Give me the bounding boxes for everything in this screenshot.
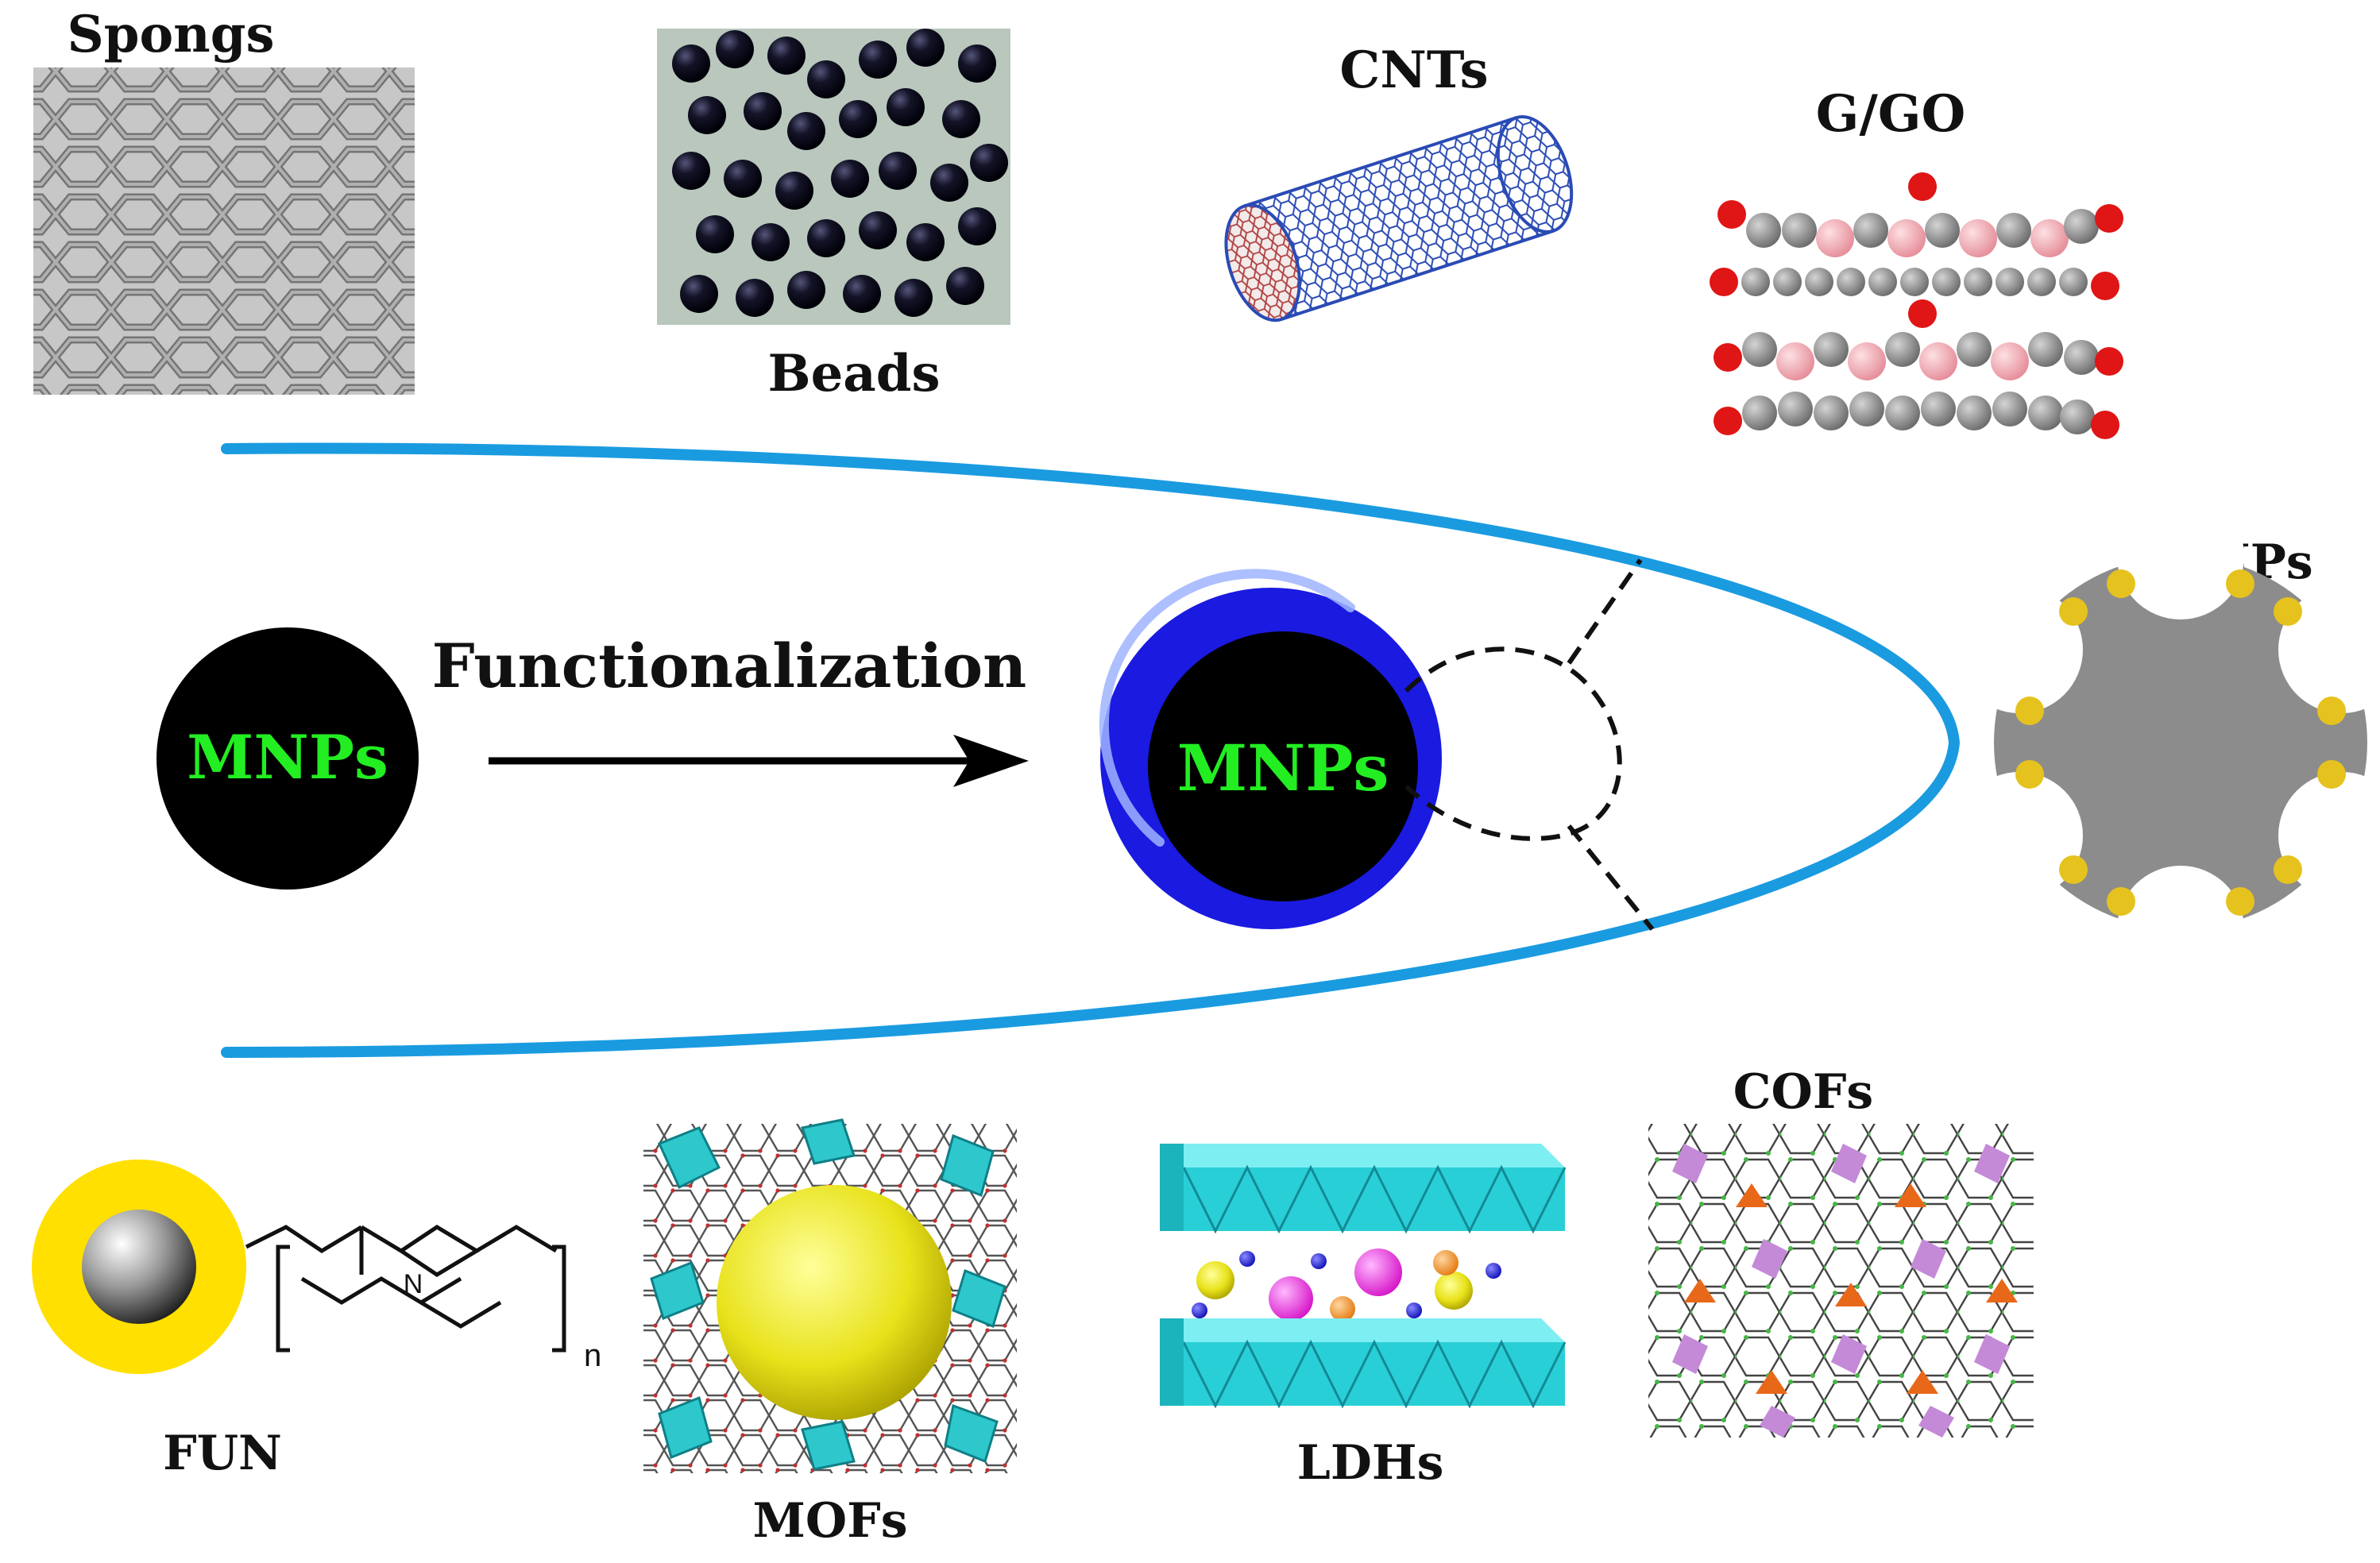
cnts-item: CNTs [1224,41,1574,322]
fun-label: FUN [163,1426,282,1481]
go-layer-2 [1710,268,2119,328]
functionalization-step: Functionalization [432,631,1029,787]
cnts-label: CNTs [1339,41,1488,100]
fun-structure [245,1225,566,1353]
mnps-label-center: MNPs [1177,731,1389,805]
beads-label: Beads [767,344,940,403]
mofs-label: MOFs [752,1493,907,1549]
mofs-clusters [650,1118,1006,1471]
sponges-image [33,68,415,395]
ldh-bottom-layer [1160,1318,1567,1409]
go-layer-3 [1714,332,2123,380]
mnps-core-left [156,627,419,890]
mnps-label-left: MNPs [187,722,388,793]
ldhs-item: LDHs [1160,1144,1567,1491]
mips-item: MIPs [1956,492,2380,993]
mofs-item: MOFs [643,1118,1017,1549]
mnps-functionalized-particle: MNPs [1099,569,1442,929]
sponges-item: Spongs [33,5,415,395]
mnps-core-center [1148,631,1418,901]
arrow-head [953,735,1029,787]
mips-polymer [1994,556,2367,929]
ldhs-label: LDHs [1297,1435,1444,1491]
go-layer-1 [1717,172,2123,257]
g-go-label: G/GO [1816,84,1965,144]
cofs-label: COFs [1733,1064,1873,1120]
fun-nitrogen: N [404,1269,423,1299]
mofs-pore [717,1185,952,1420]
nanotube-image [1224,114,1574,322]
shell-highlight [1099,569,1355,847]
fun-item: N n FUN [32,1160,601,1481]
fun-subscript-n: n [584,1338,601,1373]
functional-materials-loop [221,442,1961,1058]
cofs-nodes [1672,1144,2018,1438]
sponges-label: Spongs [68,5,275,64]
functionalization-label: Functionalization [432,631,1027,701]
cofs-item: COFs [1648,1064,2034,1438]
bead-spheres [672,29,1008,317]
fun-core [82,1210,196,1324]
graphene-oxide-image [1710,172,2123,439]
go-layer-4 [1714,392,2119,439]
mips-cavities [1956,492,2380,993]
beads-item: Beads [657,29,1010,403]
g-go-item: G/GO [1710,84,2123,439]
mnps-bare-particle: MNPs [156,627,419,890]
ldh-top-layer [1160,1144,1567,1234]
mips-binding-sites [2015,569,2346,916]
ldh-interlayer-ions [1192,1248,1501,1322]
dashed-connector [1404,558,1655,931]
